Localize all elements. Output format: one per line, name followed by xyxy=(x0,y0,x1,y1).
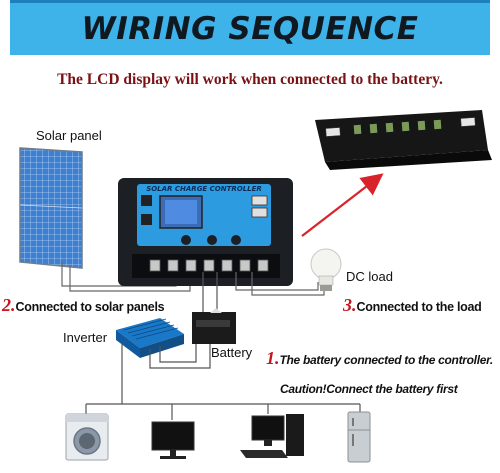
inverter-icon xyxy=(116,318,184,358)
battery-icon xyxy=(192,308,236,344)
distribution-lines xyxy=(85,343,361,420)
battery-wires xyxy=(202,272,218,312)
subtitle: The LCD display will work when connected… xyxy=(57,71,443,88)
step-3-number: 3. xyxy=(343,295,357,315)
step-3-text: Connected to the load xyxy=(356,300,482,314)
controller-title: SOLAR CHARGE CONTROLLER xyxy=(146,185,262,193)
arrow-to-module xyxy=(301,173,384,237)
controller-terminals xyxy=(149,259,269,272)
dc-load-label: DC load xyxy=(346,269,393,284)
usb-module-icon xyxy=(315,110,492,170)
solar-panel-label: Solar panel xyxy=(36,128,102,143)
step-1-number: 1. xyxy=(266,348,280,368)
charge-controller-icon xyxy=(118,178,293,286)
caution-note: Caution!Connect the battery first xyxy=(280,380,458,398)
step-1: 1.The battery connected to the controlle… xyxy=(266,348,493,369)
step-2-number: 2. xyxy=(2,295,16,315)
caution-text: Caution!Connect the battery first xyxy=(280,382,458,396)
light-bulb-icon xyxy=(310,248,342,291)
step-2-text: Connected to solar panels xyxy=(15,300,165,314)
step-2: 2.Connected to solar panels xyxy=(2,295,165,316)
step-3: 3.Connected to the load xyxy=(343,295,482,316)
refrigerator-icon xyxy=(347,411,371,463)
title-banner: WIRING SEQUENCE xyxy=(10,0,490,55)
desktop-computer-icon xyxy=(240,414,304,458)
banner-title: WIRING SEQUENCE xyxy=(81,11,419,47)
inverter-label: Inverter xyxy=(63,330,108,345)
washing-machine-icon xyxy=(65,413,109,461)
solar-panel-icon xyxy=(19,147,83,269)
battery-label: Battery xyxy=(211,345,253,360)
step-1-text: The battery connected to the controller. xyxy=(279,353,494,367)
monitor-icon xyxy=(151,421,195,459)
